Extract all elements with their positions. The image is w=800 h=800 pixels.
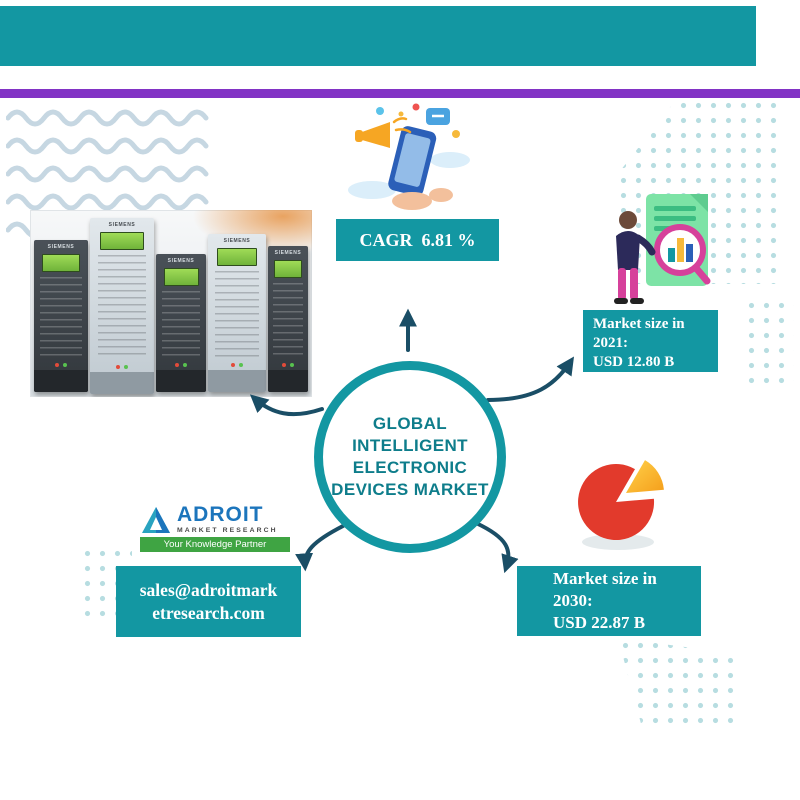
device-screen — [216, 248, 258, 266]
cagr-box: CAGR 6.81 % — [336, 219, 499, 261]
social-media-phone-icon — [348, 103, 470, 210]
device-unit: SIEMENS — [208, 234, 266, 392]
center-circle: GLOBAL INTELLIGENT ELECTRONIC DEVICES MA… — [314, 361, 506, 553]
device-brand-label: SIEMENS — [47, 244, 75, 250]
market-2030-line-3: USD 22.87 B — [553, 613, 646, 633]
logo-subtitle-text: MARKET RESEARCH — [177, 527, 278, 534]
device-panel — [40, 277, 82, 358]
market-2030-line-1: Market size in — [553, 568, 657, 588]
device-brand-label: SIEMENS — [167, 258, 195, 264]
contact-email-line-1: sales@adroitmark — [139, 579, 278, 600]
title-line-3: ELECTRONIC — [352, 458, 468, 477]
device-unit: SIEMENS — [90, 218, 154, 394]
main-title: GLOBAL INTELLIGENT ELECTRONIC DEVICES MA… — [331, 413, 489, 501]
market-size-2030-box: Market size in 2030: USD 22.87 B — [517, 566, 701, 636]
device-brand-label: SIEMENS — [274, 250, 302, 256]
pie-chart-icon — [578, 460, 664, 550]
device-panel — [97, 255, 147, 360]
title-line-4: DEVICES MARKET — [331, 480, 489, 500]
market-2021-line-3: USD 12.80 B — [593, 353, 675, 370]
top-teal-bar — [0, 6, 756, 66]
title-line-2: INTELLIGENT — [352, 435, 468, 455]
device-panel — [162, 291, 200, 358]
product-photo: SIEMENS SIEMENS SIEMENS SIEMENS — [30, 210, 312, 397]
dot-pattern-bottom-right — [618, 638, 736, 726]
adroit-triangle-icon — [142, 507, 170, 533]
logo-tagline: Your Knowledge Partner — [140, 537, 290, 552]
logo-brand-text: ADROIT — [177, 503, 264, 526]
device-brand-label: SIEMENS — [223, 238, 251, 244]
purple-accent-bar — [0, 89, 800, 98]
device-leds — [116, 365, 128, 369]
adroit-logo: ADROIT MARKET RESEARCH Your Knowledge Pa… — [140, 504, 290, 552]
title-line-1: GLOBAL — [372, 413, 448, 433]
dot-pattern-right — [744, 298, 794, 386]
analyst-document-icon — [614, 194, 711, 304]
contact-email-line-2: etresearch.com — [152, 602, 265, 623]
device-panel — [214, 271, 260, 358]
device-panel — [272, 283, 304, 358]
device-screen — [273, 260, 303, 278]
device-unit: SIEMENS — [268, 246, 308, 392]
market-size-2021-box: Market size in 2021: USD 12.80 B — [583, 310, 718, 372]
cagr-value: CAGR 6.81 % — [359, 229, 476, 250]
device-base — [268, 370, 308, 392]
market-2021-line-2: 2021: — [593, 334, 628, 351]
device-brand-label: SIEMENS — [108, 222, 136, 228]
device-leds — [55, 363, 67, 367]
device-unit: SIEMENS — [156, 254, 206, 392]
device-unit: SIEMENS — [34, 240, 88, 392]
device-base — [90, 372, 154, 394]
device-leds — [282, 363, 294, 367]
device-leds — [231, 363, 243, 367]
market-2030-line-2: 2030: — [553, 590, 593, 610]
device-base — [34, 370, 88, 392]
device-screen — [163, 268, 199, 286]
contact-email-box: sales@adroitmark etresearch.com — [116, 566, 301, 637]
device-base — [156, 370, 206, 392]
device-base — [208, 370, 266, 392]
device-screen — [42, 254, 80, 272]
device-screen — [99, 232, 145, 250]
device-leds — [175, 363, 187, 367]
market-2021-line-1: Market size in — [593, 316, 685, 332]
